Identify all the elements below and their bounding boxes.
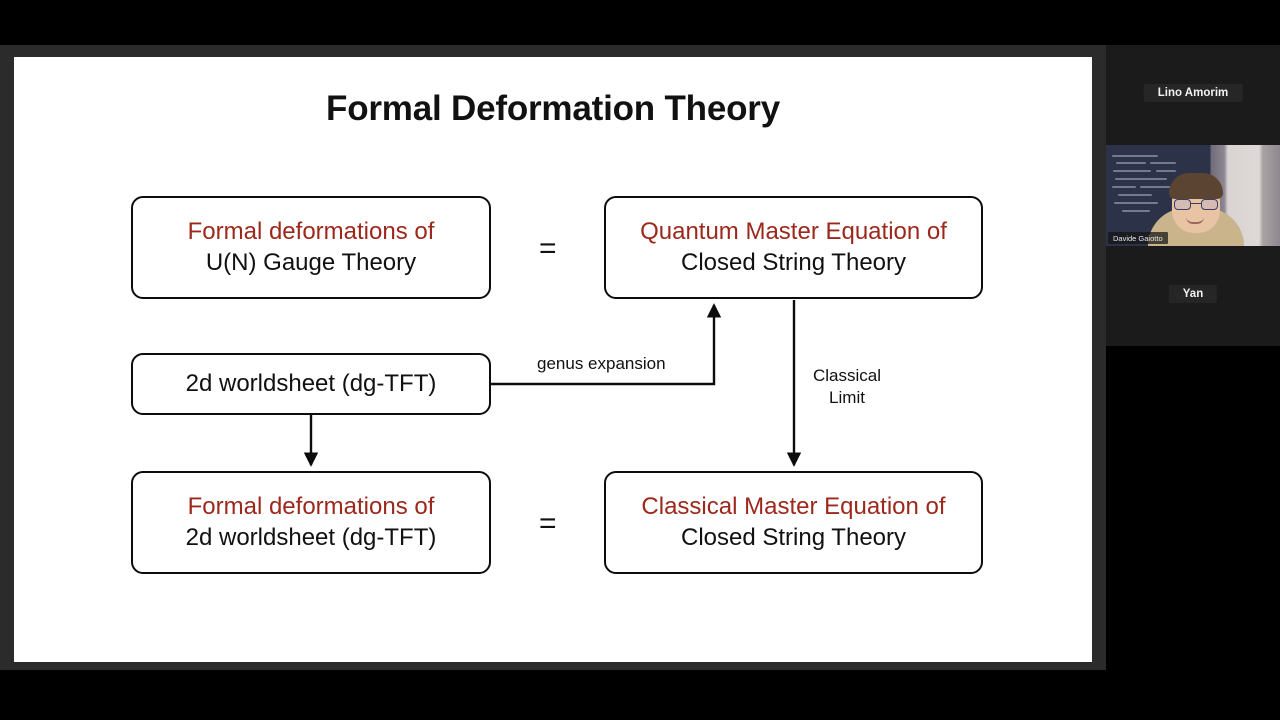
- edge-label-classical-line-1: Classical: [812, 366, 882, 385]
- participant-name: Yan: [1168, 285, 1218, 303]
- diagram-arrows: [303, 300, 802, 467]
- node-line-1: Quantum Master Equation of: [640, 218, 947, 246]
- edge-label-classical-limit: Classical Limit: [807, 365, 887, 409]
- participant-name: Lino Amorim: [1143, 84, 1243, 102]
- participant-avatar: [1148, 167, 1244, 246]
- deformation-theory-diagram: Formal deformations of U(N) Gauge Theory…: [14, 57, 1092, 662]
- hair-shape: [1169, 173, 1223, 199]
- node-line-2: 2d worldsheet (dg-TFT): [185, 523, 437, 551]
- node-line-2: Closed String Theory: [681, 248, 906, 276]
- node-quantum-master-equation: Quantum Master Equation of Closed String…: [604, 196, 983, 299]
- edge-label-classical-line-2: Limit: [829, 387, 865, 407]
- node-2d-worldsheet: 2d worldsheet (dg-TFT): [131, 353, 491, 415]
- rail-empty-area: [1106, 346, 1280, 670]
- blackboard-icon: [1110, 153, 1196, 215]
- webcam-video: Davide Gaiotto: [1106, 145, 1280, 246]
- page-title: Formal Deformation Theory: [326, 89, 780, 128]
- node-formal-deformations-2d-worldsheet: Formal deformations of 2d worldsheet (dg…: [131, 471, 491, 574]
- participant-tile-davide-gaiotto[interactable]: Davide Gaiotto: [1106, 145, 1280, 246]
- node-line-2: U(N) Gauge Theory: [205, 248, 417, 276]
- participant-tile-lino-amorim[interactable]: Lino Amorim: [1106, 45, 1280, 145]
- participant-rail[interactable]: Lino Amorim: [1106, 45, 1280, 670]
- letterbox-bottom: [0, 670, 1280, 720]
- node-line-1: Formal deformations of: [187, 493, 435, 521]
- node-formal-deformations-gauge-theory: Formal deformations of U(N) Gauge Theory: [131, 196, 491, 299]
- equals-sign-top: =: [539, 232, 557, 265]
- node-line-2: Closed String Theory: [681, 523, 906, 551]
- mouth-shape: [1186, 217, 1204, 224]
- node-line-1: 2d worldsheet (dg-TFT): [185, 369, 437, 397]
- node-line-1: Classical Master Equation of: [641, 493, 946, 521]
- letterbox-top: [0, 0, 1280, 45]
- node-line-1: Formal deformations of: [187, 218, 435, 246]
- webcam-name-label: Davide Gaiotto: [1108, 232, 1168, 244]
- node-classical-master-equation: Classical Master Equation of Closed Stri…: [604, 471, 983, 574]
- arrow-genus-expansion: [491, 303, 722, 386]
- equals-sign-bottom: =: [539, 507, 557, 540]
- glasses-icon: [1174, 199, 1218, 210]
- presentation-slide: Formal Deformation Theory: [14, 57, 1092, 662]
- edge-label-genus-expansion: genus expansion: [537, 354, 666, 373]
- participant-tile-yan[interactable]: Yan: [1106, 246, 1280, 346]
- shared-screen-region[interactable]: Formal Deformation Theory: [0, 45, 1106, 670]
